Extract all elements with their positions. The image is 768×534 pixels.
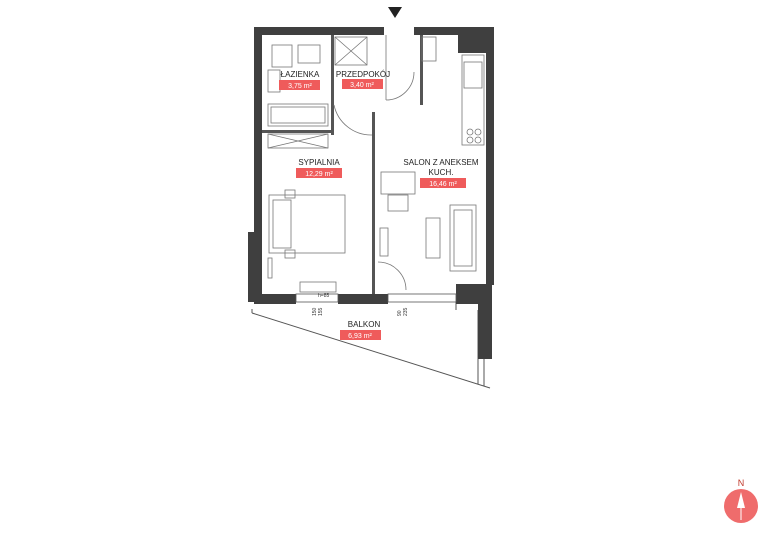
room-label-salon: SALON Z ANEKSEM	[403, 158, 478, 167]
kitchen-fixtures	[421, 36, 485, 146]
window-height-sypialnia: 155	[318, 307, 324, 316]
area-badge-balkon	[340, 330, 381, 340]
area-salon: 16,46 m²	[429, 181, 457, 188]
area-badge-lazienka	[279, 80, 320, 90]
area-sypialnia: 12,29 m²	[305, 171, 333, 178]
exterior-walls	[248, 27, 494, 359]
interior-walls	[262, 35, 423, 294]
area-badge-przedpokoj	[342, 79, 383, 89]
window-width-sypialnia: 150	[312, 307, 318, 316]
bedroom-furniture	[267, 189, 346, 293]
door-swings	[333, 35, 415, 291]
entrance-arrow-icon	[388, 7, 402, 18]
area-badge-sypialnia	[296, 168, 342, 178]
area-badge-salon	[420, 178, 466, 188]
window-openings	[295, 293, 457, 303]
sill-height: h=85	[318, 293, 329, 299]
room-label-lazienka: ŁAZIENKA	[281, 70, 320, 79]
room-label-przedpokoj: PRZEDPOKÓJ	[336, 70, 390, 79]
window-height-salon: 235	[403, 307, 409, 316]
north-compass-icon: N	[724, 478, 758, 523]
area-lazienka: 3,75 m²	[288, 83, 312, 90]
area-balkon: 6,93 m²	[348, 333, 372, 340]
area-przedpokoj: 3,40 m²	[350, 82, 374, 89]
salon-furniture	[379, 171, 477, 272]
room-label-sypialnia: SYPIALNIA	[298, 158, 340, 167]
compass-label: N	[738, 478, 745, 488]
window-width-salon: 90	[397, 310, 403, 316]
room-label-salon-line2: KUCH.	[429, 168, 454, 177]
room-label-balkon: BALKON	[348, 320, 381, 329]
balcony-outline	[251, 302, 491, 389]
